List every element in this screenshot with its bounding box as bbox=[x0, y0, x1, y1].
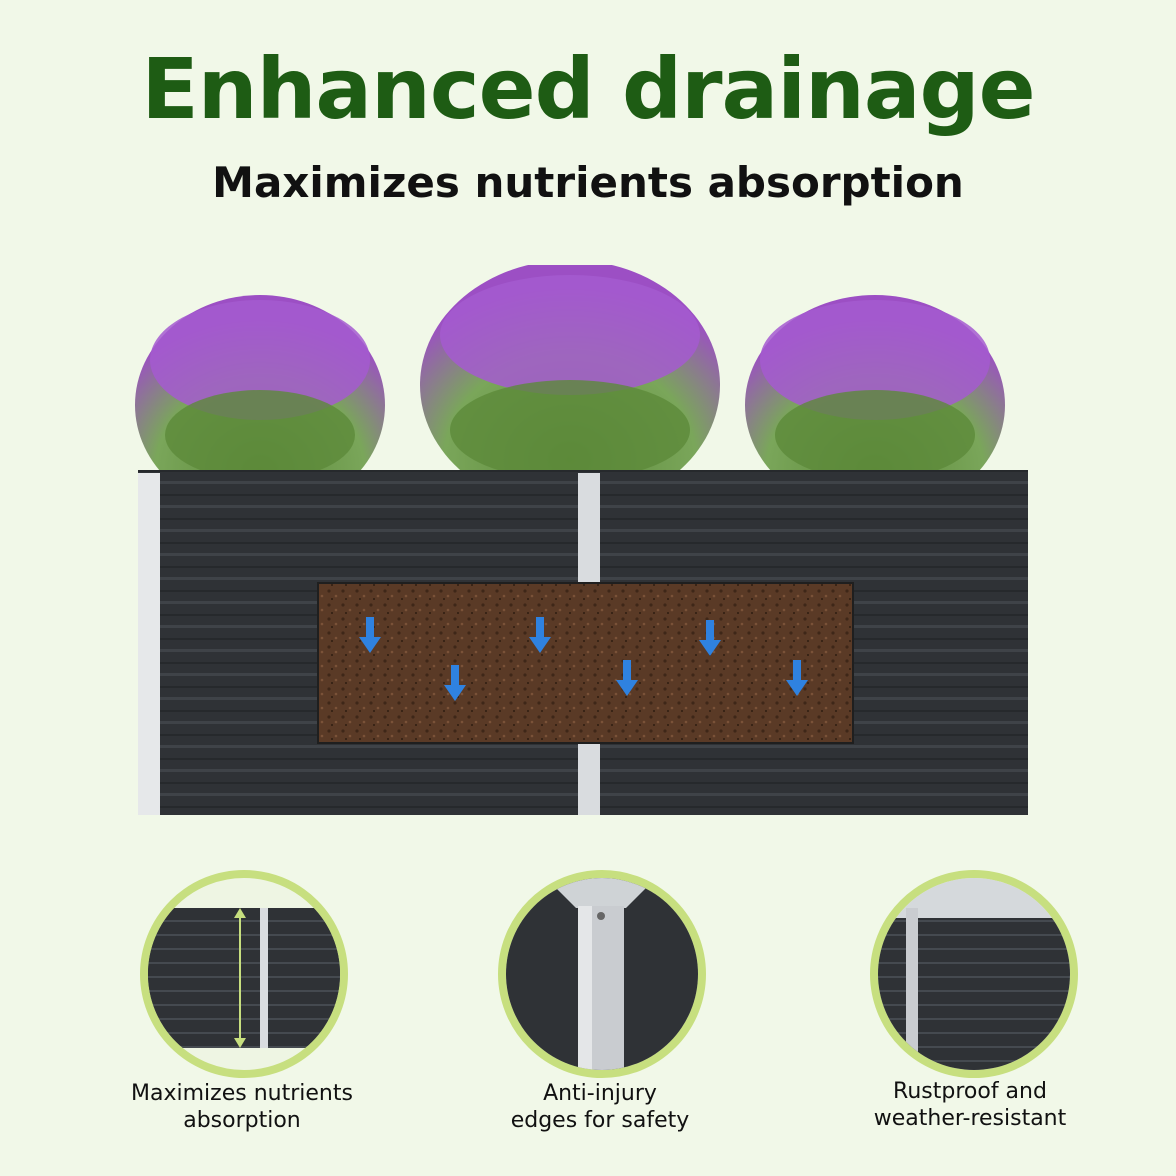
feature-image-drainage bbox=[140, 870, 348, 1078]
planter-corner-detail bbox=[506, 878, 698, 1070]
feature-caption-line1: Anti-injury bbox=[543, 1081, 657, 1106]
arrow-down-icon bbox=[786, 660, 808, 696]
arrow-down-icon bbox=[359, 617, 381, 653]
arrow-down-icon bbox=[699, 620, 721, 656]
feature-caption-drainage: Maximizes nutrients absorption bbox=[82, 1080, 402, 1134]
feature-caption-line2: absorption bbox=[183, 1108, 301, 1133]
lavender-bush-center bbox=[420, 260, 720, 510]
planter-graphic bbox=[135, 260, 1028, 815]
lavender-bush-left bbox=[135, 295, 385, 515]
lavender-bush-right bbox=[745, 295, 1005, 515]
arrow-down-icon bbox=[616, 660, 638, 696]
headline: Enhanced drainage bbox=[141, 40, 1035, 138]
planter-edge-left bbox=[138, 473, 160, 815]
feature-caption-line2: edges for safety bbox=[510, 1108, 690, 1133]
planter-seam-top bbox=[578, 473, 600, 585]
planter-illustration bbox=[130, 260, 1030, 825]
feature-caption-line1: Rustproof and bbox=[893, 1079, 1047, 1104]
subheadline: Maximizes nutrients absorption bbox=[212, 158, 964, 207]
arrow-down-icon bbox=[444, 665, 466, 701]
planter-seam-bottom bbox=[578, 743, 600, 815]
feature-image-safe-edges bbox=[498, 870, 706, 1078]
feature-caption-line1: Maximizes nutrients bbox=[131, 1081, 353, 1106]
feature-caption-rustproof: Rustproof and weather-resistant bbox=[810, 1078, 1130, 1132]
planter-panel-detail bbox=[878, 878, 1070, 1070]
feature-caption-safe-edges: Anti-injury edges for safety bbox=[440, 1080, 760, 1134]
soil-cutaway bbox=[317, 582, 854, 744]
arrow-down-icon bbox=[529, 617, 551, 653]
drainage-arrows bbox=[359, 617, 808, 701]
feature-caption-line2: weather-resistant bbox=[873, 1106, 1067, 1131]
planter-side-detail bbox=[148, 908, 340, 1048]
feature-image-rustproof bbox=[870, 870, 1078, 1078]
